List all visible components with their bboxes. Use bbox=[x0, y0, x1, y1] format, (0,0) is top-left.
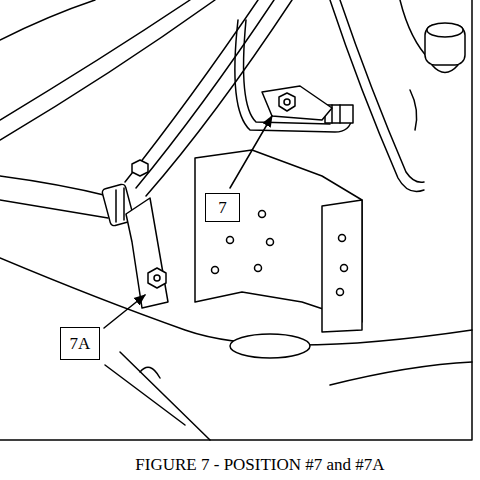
bolt-7 bbox=[284, 99, 290, 105]
bolt-7a bbox=[154, 275, 160, 281]
leader-line bbox=[230, 116, 272, 188]
nut-7 bbox=[279, 93, 295, 111]
brake-line-fitting bbox=[410, 23, 465, 130]
frame-border bbox=[0, 0, 472, 440]
callout-box: 7 bbox=[205, 193, 240, 222]
leader-line bbox=[104, 295, 145, 328]
oval-hole bbox=[230, 334, 310, 358]
panel-holes bbox=[212, 211, 348, 296]
fender-curves bbox=[0, 0, 472, 440]
callout-box: 7A bbox=[60, 327, 100, 360]
nut-7a bbox=[148, 268, 166, 288]
callout-number: 7 bbox=[218, 199, 227, 216]
bracket-7a bbox=[126, 198, 168, 308]
bracket-7 bbox=[262, 86, 332, 120]
callout-number: 7A bbox=[70, 335, 91, 352]
figure-caption: FIGURE 7 - POSITION #7 and #7A bbox=[135, 455, 384, 475]
panel-flange bbox=[322, 200, 362, 332]
connector-nut bbox=[132, 160, 148, 176]
